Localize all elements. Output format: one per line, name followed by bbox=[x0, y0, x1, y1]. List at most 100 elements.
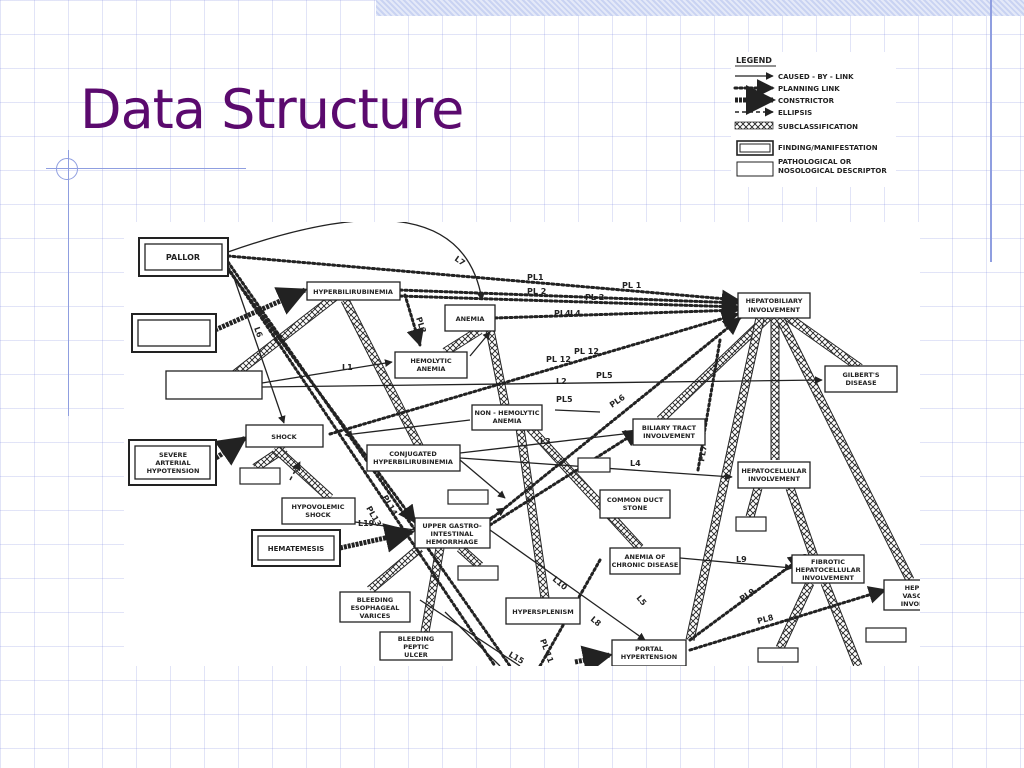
node-hypersplenism-label: HYPERSPLENISM bbox=[512, 608, 573, 616]
diagram-nodes: PALLOR SEVERE ARTERIAL HYPOTENSION HEMAT… bbox=[128, 237, 920, 666]
caused-by-link bbox=[354, 521, 416, 531]
constrictor-link bbox=[213, 287, 308, 333]
node-gilberts-box bbox=[824, 365, 898, 393]
constrictor-link bbox=[574, 645, 613, 666]
node-peptic-label-1: BLEEDING bbox=[398, 635, 435, 643]
node-hemolytic-label-1: HEMOLYTIC bbox=[410, 357, 452, 365]
node-chronic-box bbox=[609, 547, 681, 575]
empty-descriptor-box bbox=[577, 457, 611, 473]
planning-link bbox=[226, 266, 497, 666]
node-unlabeled-finding bbox=[131, 313, 217, 353]
node-nonhemolytic-box bbox=[471, 404, 543, 431]
caused-by-link bbox=[261, 359, 393, 384]
planning-link bbox=[398, 294, 740, 316]
planning-link bbox=[228, 270, 417, 524]
node-nonhemolytic-label-2: ANEMIA bbox=[493, 417, 522, 425]
lattice-link bbox=[367, 545, 423, 593]
planning-link bbox=[488, 316, 742, 522]
empty-descriptor-box bbox=[457, 565, 499, 581]
node-fibrotic-label-1: FIBROTIC bbox=[811, 558, 845, 566]
caused-by-link bbox=[419, 599, 521, 666]
link-label-l8: L8 bbox=[589, 615, 603, 629]
node-hepatocellular-label-1: HEPATOCELLULAR bbox=[741, 467, 806, 475]
lattice-link bbox=[746, 487, 762, 518]
link-label-pl9: PL9 bbox=[738, 587, 757, 604]
title-vertical-rule bbox=[68, 150, 69, 416]
empty-descriptor-box bbox=[735, 516, 767, 532]
node-fibrotic-label-3: INVOLVEMENT bbox=[802, 574, 854, 582]
node-biliary-label-1: BILIARY TRACT bbox=[642, 424, 697, 432]
link-label-pl1: PL1 bbox=[527, 273, 544, 282]
caused-by-link bbox=[554, 409, 601, 413]
link-label-l5: L5 bbox=[634, 594, 648, 608]
node-commonduct-label-2: STONE bbox=[623, 504, 648, 512]
node-gilberts-label-2: DISEASE bbox=[845, 379, 876, 387]
link-label-pl8: PL8 bbox=[756, 613, 775, 626]
lattice-link bbox=[776, 316, 914, 582]
lattice-link bbox=[341, 298, 424, 450]
node-pallor-label: PALLOR bbox=[166, 253, 200, 262]
link-label-l9: L9 bbox=[736, 555, 747, 564]
lattice-link bbox=[516, 427, 549, 599]
lattice-link bbox=[457, 545, 483, 569]
node-shock-label: SHOCK bbox=[271, 433, 297, 441]
node-conjugated-label-2: HYPERBILIRUBINEMIA bbox=[373, 458, 453, 466]
node-chronic-label-1: ANEMIA OF bbox=[624, 553, 665, 561]
caused-by-link bbox=[469, 331, 491, 357]
lattice-link bbox=[782, 312, 863, 371]
legend-box-descriptor-label-1: PATHOLOGICAL OR bbox=[778, 158, 852, 166]
caused-by-link bbox=[231, 271, 286, 424]
node-peptic-label-2: PEPTIC bbox=[403, 643, 429, 651]
link-label-l3: L3 bbox=[540, 437, 551, 446]
node-uppergi-label-1: UPPER GASTRO- bbox=[422, 522, 482, 530]
node-unlabeled-descriptor bbox=[165, 370, 263, 400]
lattice-link bbox=[272, 445, 333, 501]
node-hepatobiliary-box bbox=[737, 292, 811, 319]
link-label-pl12b: PL 12 bbox=[574, 347, 599, 356]
link-label-l6: L6 bbox=[252, 326, 264, 340]
planning-link bbox=[226, 254, 740, 308]
top-decorative-band bbox=[376, 0, 1024, 16]
diagram-links bbox=[213, 222, 915, 666]
constrictor-links bbox=[213, 287, 613, 666]
legend-box-finding-inner bbox=[739, 143, 771, 153]
link-label-l19: L19 bbox=[358, 519, 375, 528]
ellipsis-link bbox=[289, 461, 301, 481]
lattice-link bbox=[786, 486, 819, 562]
legend-heading: LEGEND bbox=[736, 56, 772, 65]
node-uppergi-label-2: INTESTINAL bbox=[431, 530, 474, 538]
node-hepatobiliary-label-2: INVOLVEMENT bbox=[748, 306, 800, 314]
node-commonduct-box bbox=[599, 489, 671, 519]
empty-descriptor-box bbox=[447, 489, 489, 505]
node-hypovolemic-box bbox=[281, 497, 356, 525]
node-portal-box bbox=[611, 639, 687, 666]
link-label-l4: L4 bbox=[570, 309, 581, 318]
link-label-pl6: PL6 bbox=[608, 393, 627, 410]
node-uppergi-box bbox=[414, 517, 491, 549]
link-label-pl1b: PL 1 bbox=[622, 281, 642, 290]
node-hepatobiliary-label-1: HEPATOBILIARY bbox=[746, 297, 803, 305]
node-varices-label-1: BLEEDING bbox=[357, 596, 394, 604]
title-underline-rule bbox=[46, 168, 246, 169]
link-label-pl4: PL4 bbox=[554, 309, 571, 318]
legend-line-subclassification bbox=[734, 121, 774, 130]
node-fibrotic-box bbox=[791, 554, 865, 584]
planning-link bbox=[488, 428, 642, 527]
legend-item-caused-by: CAUSED - BY - LINK bbox=[778, 73, 854, 81]
link-label-pl5b: PL5 bbox=[556, 395, 573, 404]
node-severe-label-1: SEVERE bbox=[159, 451, 187, 459]
node-uppergi-label-3: HEMORRHAGE bbox=[426, 538, 478, 546]
caused-by-link bbox=[489, 529, 646, 641]
empty-descriptor-box bbox=[757, 647, 799, 663]
title-ring-ornament bbox=[56, 158, 78, 180]
constrictor-link bbox=[339, 523, 415, 553]
node-biliary-label-2: INVOLVEMENT bbox=[643, 432, 695, 440]
planning-link bbox=[688, 586, 887, 652]
node-vascular-label-3: INVOL bbox=[901, 600, 920, 608]
lattice-link bbox=[776, 581, 814, 650]
node-hepatocellular-label-2: INVOLVEMENT bbox=[748, 475, 800, 483]
node-vascular-label-1: HEP bbox=[905, 584, 920, 592]
legend-panel: LEGEND CAUSED - BY - LINK PLANNING LINK … bbox=[731, 52, 896, 187]
right-decorative-rule bbox=[990, 0, 992, 262]
planning-link bbox=[398, 288, 740, 312]
